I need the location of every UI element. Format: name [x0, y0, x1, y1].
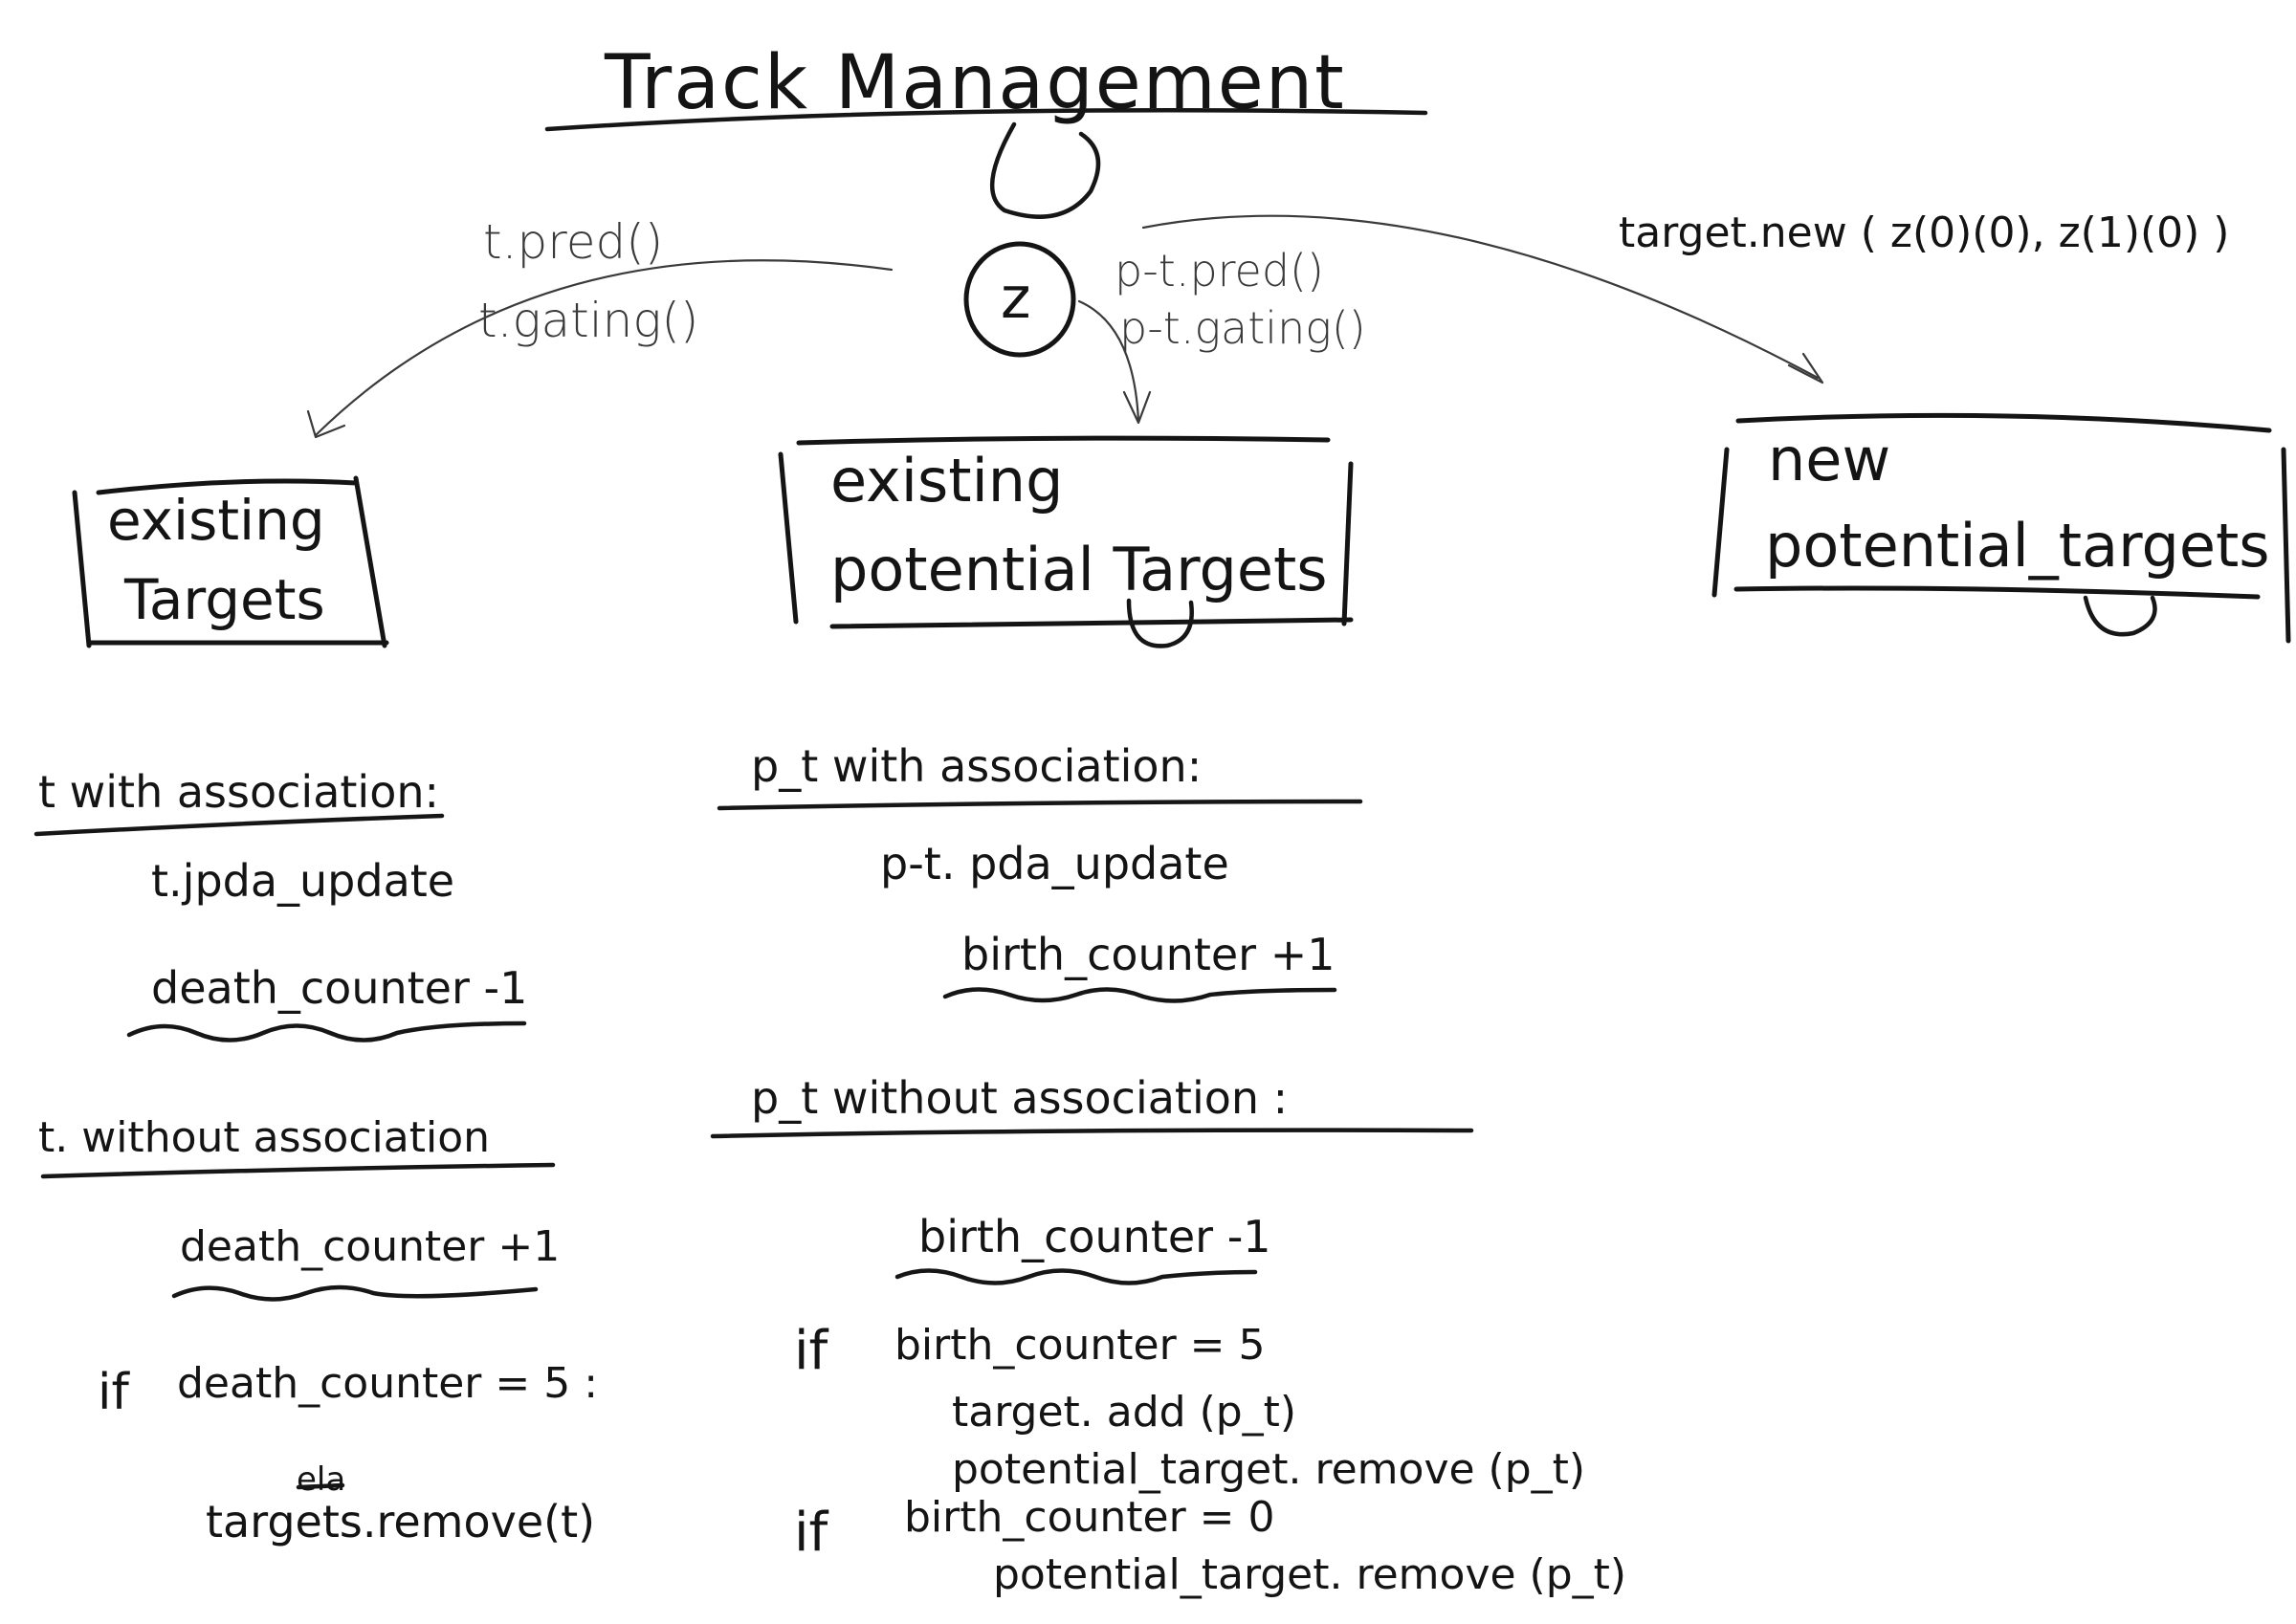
middle-if2-keyword: if — [794, 1502, 828, 1564]
struck-through-mark — [296, 1482, 345, 1490]
label-pt-gating: p-t.gating() — [1119, 302, 1366, 354]
middle-birth-counter-minus: birth_counter -1 — [918, 1211, 1271, 1262]
middle-if1-keyword: if — [794, 1320, 828, 1382]
label-pt-pred: p-t.pred() — [1115, 245, 1324, 296]
middle-if2-condition: birth_counter = 0 — [904, 1493, 1275, 1542]
box-existing-targets-line2: Targets — [124, 567, 325, 632]
left-death-counter-minus: death_counter -1 — [151, 962, 528, 1014]
left-with-underline — [33, 813, 445, 837]
box-new-potential-frame — [1711, 412, 2291, 644]
middle-with-header: p_t with association: — [751, 740, 1203, 792]
box-new-potential-line2: potential_targets — [1765, 511, 2270, 581]
left-with-header: t with association: — [38, 766, 440, 818]
box-existing-potential-frame — [778, 435, 1354, 629]
label-t-pred: t.pred() — [483, 214, 664, 270]
box-existing-potential-line2: potential Targets — [830, 535, 1328, 604]
left-struck-word: ela — [297, 1460, 346, 1499]
middle-minus-wavy — [894, 1268, 1258, 1285]
box-existing-potential-line1: existing — [830, 446, 1064, 516]
middle-potential-remove-2: potential_target. remove (p_t) — [993, 1550, 1627, 1599]
middle-without-header: p_t without association : — [751, 1072, 1289, 1124]
middle-with-underline — [717, 799, 1363, 811]
arrow-to-existing-targets — [314, 259, 894, 437]
z-node-circle — [963, 241, 1076, 358]
title-flourish — [989, 121, 1101, 219]
left-if-keyword: if — [98, 1364, 129, 1421]
middle-birth-counter-plus: birth_counter +1 — [961, 929, 1336, 980]
left-targets-remove: targets.remove(t) — [206, 1496, 596, 1547]
diagram-title: Track Management — [605, 40, 1346, 126]
z-node-label: z — [1001, 265, 1031, 332]
left-jpda-update: t.jpda_update — [151, 855, 455, 907]
left-death-counter-plus: death_counter +1 — [180, 1222, 561, 1271]
left-without-header: t. without association — [38, 1113, 491, 1162]
label-t-gating: t.gating() — [478, 293, 699, 348]
box-existing-targets-frame — [72, 475, 389, 648]
left-death-wavy — [126, 1020, 527, 1042]
middle-birth-wavy — [942, 987, 1337, 1003]
label-target-new: target.new ( z(0)(0), z(1)(0) ) — [1619, 208, 2230, 257]
arrow-to-new-potential — [1141, 214, 1820, 380]
middle-without-underline — [710, 1128, 1474, 1139]
box-existing-targets-line1: existing — [107, 488, 325, 553]
left-plus-wavy — [171, 1284, 539, 1302]
box-new-potential-line1: new — [1768, 425, 1891, 494]
middle-pda-update: p-t. pda_update — [880, 838, 1229, 889]
middle-potential-remove-1: potential_target. remove (p_t) — [952, 1445, 1586, 1494]
arrow-to-existing-potential — [1077, 299, 1140, 423]
middle-if1-condition: birth_counter = 5 — [894, 1321, 1266, 1370]
left-without-underline — [40, 1162, 556, 1179]
middle-target-add: target. add (p_t) — [952, 1388, 1297, 1437]
left-if-condition: death_counter = 5 : — [177, 1359, 599, 1408]
title-underline — [544, 108, 1428, 132]
